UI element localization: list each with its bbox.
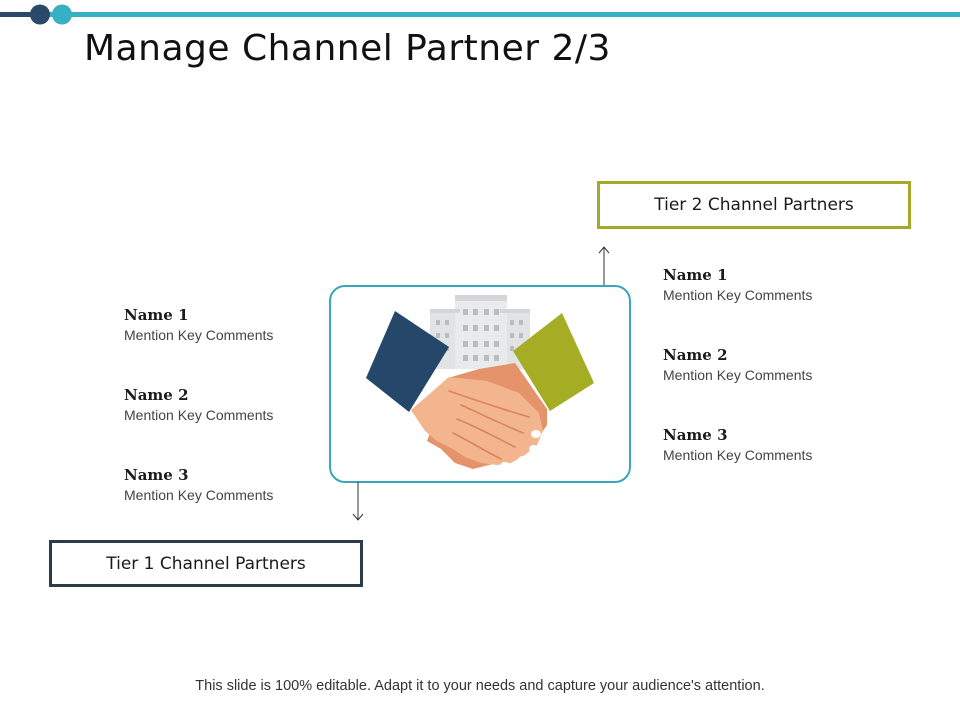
building-icon [430,295,530,369]
tier1-label: Tier 1 Channel Partners [106,553,306,574]
entry-name: Name 2 [663,346,728,364]
tier1-box: Tier 1 Channel Partners [49,540,363,587]
tier2-label: Tier 2 Channel Partners [654,195,854,215]
entry-comment: Mention Key Comments [663,447,813,463]
left-sleeve-icon [366,311,449,412]
entry-name: Name 3 [124,466,189,484]
entry-comment: Mention Key Comments [124,327,274,343]
entry-comment: Mention Key Comments [663,287,813,303]
page-title: Manage Channel Partner 2/3 [84,28,611,69]
entry-comment: Mention Key Comments [124,407,274,423]
handshake-building-icon [366,295,594,470]
entry-comment: Mention Key Comments [663,367,813,383]
tier1-entry-3: Name 3 Mention Key Comments [124,466,273,504]
footer-note: This slide is 100% editable. Adapt it to… [195,678,765,694]
tier2-box: Tier 2 Channel Partners [597,181,911,229]
tier2-entry-3: Name 3 Mention Key Comments [663,426,812,464]
tier2-entry-2: Name 2 Mention Key Comments [663,346,812,384]
right-sleeve-icon [513,313,594,411]
entry-name: Name 3 [663,426,728,444]
up-arrow-icon [598,246,610,285]
front-hand-icon [411,377,543,465]
tier2-entry-1: Name 1 Mention Key Comments [663,266,812,304]
entry-name: Name 1 [663,266,728,284]
entry-comment: Mention Key Comments [124,487,274,503]
tier1-entry-1: Name 1 Mention Key Comments [124,306,273,344]
entry-name: Name 2 [124,386,189,404]
entry-name: Name 1 [124,306,189,324]
tier1-entry-2: Name 2 Mention Key Comments [124,386,273,424]
down-arrow-icon [352,482,364,521]
top-accent-bar [0,4,960,25]
